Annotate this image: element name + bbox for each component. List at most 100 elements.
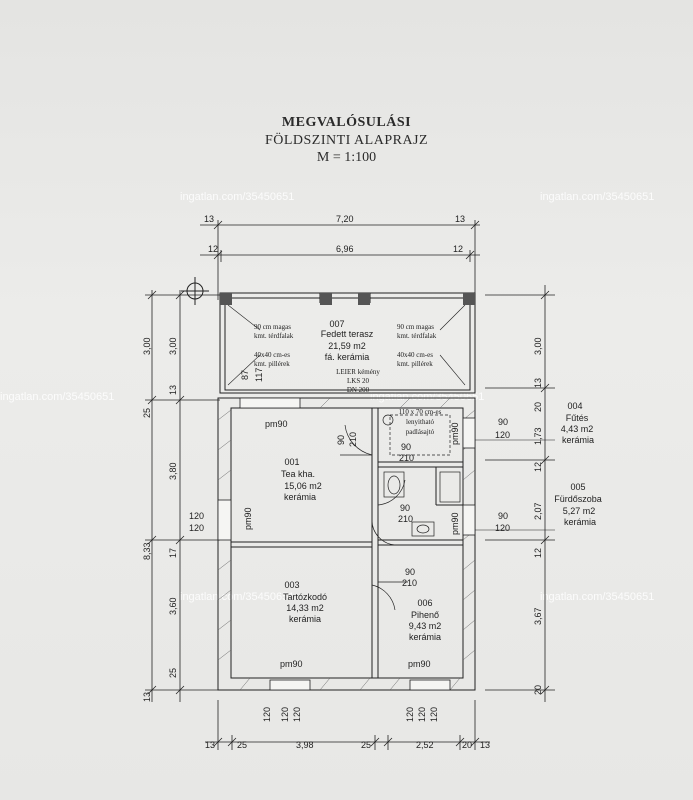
- building-exterior-walls: [217, 397, 476, 691]
- room-living-number: 003: [284, 580, 299, 590]
- opening-120-bath-win: 120: [495, 523, 510, 533]
- opening-210-d: 210: [402, 578, 417, 588]
- note-hatch-2: lenyitható: [406, 418, 434, 426]
- note-hatch-3: padlásajtó: [406, 428, 435, 436]
- watermark: ingatlan.com/35450651: [540, 191, 654, 203]
- dim-top-720: 7,20: [336, 214, 354, 224]
- opening-210-b: 210: [399, 453, 414, 463]
- dim-top-12-right: 12: [453, 244, 463, 254]
- room-living-area: 14,33 m2: [286, 603, 324, 613]
- right-dimension-lines: [485, 285, 555, 702]
- room-terrace-floor: fá. kerámia: [325, 352, 370, 362]
- room-terrace-name: Fedett terasz: [321, 329, 374, 339]
- watermark: ingatlan.com/35450651: [180, 591, 294, 603]
- room-rest-name: Pihenő: [411, 610, 439, 620]
- plan-title-block: MEGVALÓSULÁSI FÖLDSZINTI ALAPRAJZ M = 1:…: [0, 115, 693, 166]
- dim-right-12: 12: [533, 462, 543, 472]
- room-terrace-area: 21,59 m2: [328, 341, 366, 351]
- note-wall-right-1: 90 cm magas: [397, 323, 434, 331]
- room-heating-name: Fűtés: [566, 413, 589, 423]
- dim-bottom-252: 2,52: [416, 740, 434, 750]
- dim-bottom-20: 20: [462, 740, 472, 750]
- dim-bottom-25b: 25: [361, 740, 371, 750]
- room-rest-area: 9,43 m2: [409, 621, 442, 631]
- dim-right-300: 3,00: [533, 337, 543, 355]
- opening-90-c: 90: [400, 503, 410, 513]
- fixtures: [382, 414, 461, 537]
- opening-120-bottom-d: 120: [417, 707, 427, 722]
- watermark: ingatlan.com/35450651: [0, 391, 114, 403]
- terrace-pillars: [220, 293, 475, 305]
- dim-top-13-right: 13: [455, 214, 465, 224]
- room-kitchen-number: 001: [284, 457, 299, 467]
- bottom-dimension-lines: [205, 700, 490, 750]
- room-heating-area: 4,43 m2: [561, 424, 594, 434]
- top-dimension-lines: [200, 220, 480, 300]
- watermark: ingatlan.com/35450651: [180, 191, 294, 203]
- dim-right-207: 2,07: [533, 502, 543, 520]
- note-pillar-left-1: 40x40 cm-es: [254, 351, 290, 359]
- room-bath-number: 005: [570, 482, 585, 492]
- dim-left-380: 3,80: [168, 462, 178, 480]
- dim-top-696: 6,96: [336, 244, 354, 254]
- room-bath-name: Fürdőszoba: [554, 494, 602, 504]
- note-wall-left-1: 90 cm magas: [254, 323, 291, 331]
- dim-right-20b: 20: [533, 685, 543, 695]
- interior-walls: [231, 408, 463, 678]
- opening-pm90-top: pm90: [265, 419, 288, 429]
- watermark: ingatlan.com/35450651: [370, 391, 484, 403]
- room-living-name: Tartózkodó: [283, 592, 327, 602]
- room-bath-area: 5,27 m2: [563, 506, 596, 516]
- room-heating-number: 004: [567, 401, 582, 411]
- opening-120-bottom-a: 120: [280, 707, 290, 722]
- dim-right-173: 1,73: [533, 427, 543, 445]
- plan-title: MEGVALÓSULÁSI: [281, 115, 412, 130]
- wall-hatch: [217, 397, 476, 691]
- room-leader-lines: [475, 439, 555, 531]
- opening-120-bottom-b: 120: [292, 707, 302, 722]
- opening-pm90-heating: pm90: [450, 422, 460, 445]
- watermark: ingatlan.com/35450651: [540, 591, 654, 603]
- opening-210-a: 210: [348, 432, 358, 447]
- dim-terrace-117: 117: [254, 368, 264, 382]
- terrace-leader-lines: [227, 304, 466, 386]
- dim-bottom-25: 25: [237, 740, 247, 750]
- dim-right-367: 3,67: [533, 607, 543, 625]
- opening-120-bottom-c: 120: [405, 707, 415, 722]
- opening-90-bath-win: 90: [498, 511, 508, 521]
- dim-left-13: 13: [168, 385, 178, 395]
- opening-90-heating-win: 90: [498, 417, 508, 427]
- opening-120-left-a: 120: [189, 511, 204, 521]
- opening-90-a: 90: [336, 435, 346, 445]
- opening-210-c: 210: [398, 514, 413, 524]
- note-pillar-right-2: kmt. pillérek: [397, 360, 433, 368]
- room-terrace-number: 007: [329, 319, 344, 329]
- compass-symbol: [181, 277, 209, 305]
- dim-left-17: 17: [168, 548, 178, 558]
- dim-top-13-left: 13: [204, 214, 214, 224]
- opening-90-b: 90: [401, 442, 411, 452]
- dim-left-inner-120-b: 120: [429, 707, 439, 722]
- note-chimney-1: LEIER kémény: [336, 368, 380, 376]
- dim-bottom-398: 3,98: [296, 740, 314, 750]
- dim-left-25: 25: [142, 408, 152, 418]
- dim-bottom-13-right: 13: [480, 740, 490, 750]
- left-dimension-labels: 3,00 25 13 3,80 8,33 17 3,60 25 13 3,00: [142, 337, 178, 702]
- note-pillar-right-1: 40x40 cm-es: [397, 351, 433, 359]
- note-chimney-3: DN 200: [347, 386, 370, 394]
- room-bath-floor: kerámia: [564, 517, 596, 527]
- opening-pm90-bath: pm90: [450, 512, 460, 535]
- note-hatch-1: 110 x 70 cm-es: [399, 408, 442, 416]
- room-rest-number: 006: [417, 598, 432, 608]
- windows: [217, 397, 476, 691]
- opening-pm90-rest: pm90: [408, 659, 431, 669]
- note-wall-left-2: kmt. térdfalak: [254, 332, 294, 340]
- opening-90-d: 90: [405, 567, 415, 577]
- plan-scale: M = 1:100: [316, 150, 377, 165]
- dim-terrace-87: 87: [240, 370, 250, 380]
- opening-pm90-living: pm90: [280, 659, 303, 669]
- left-dimension-lines: [145, 290, 220, 702]
- dim-right-12b: 12: [533, 548, 543, 558]
